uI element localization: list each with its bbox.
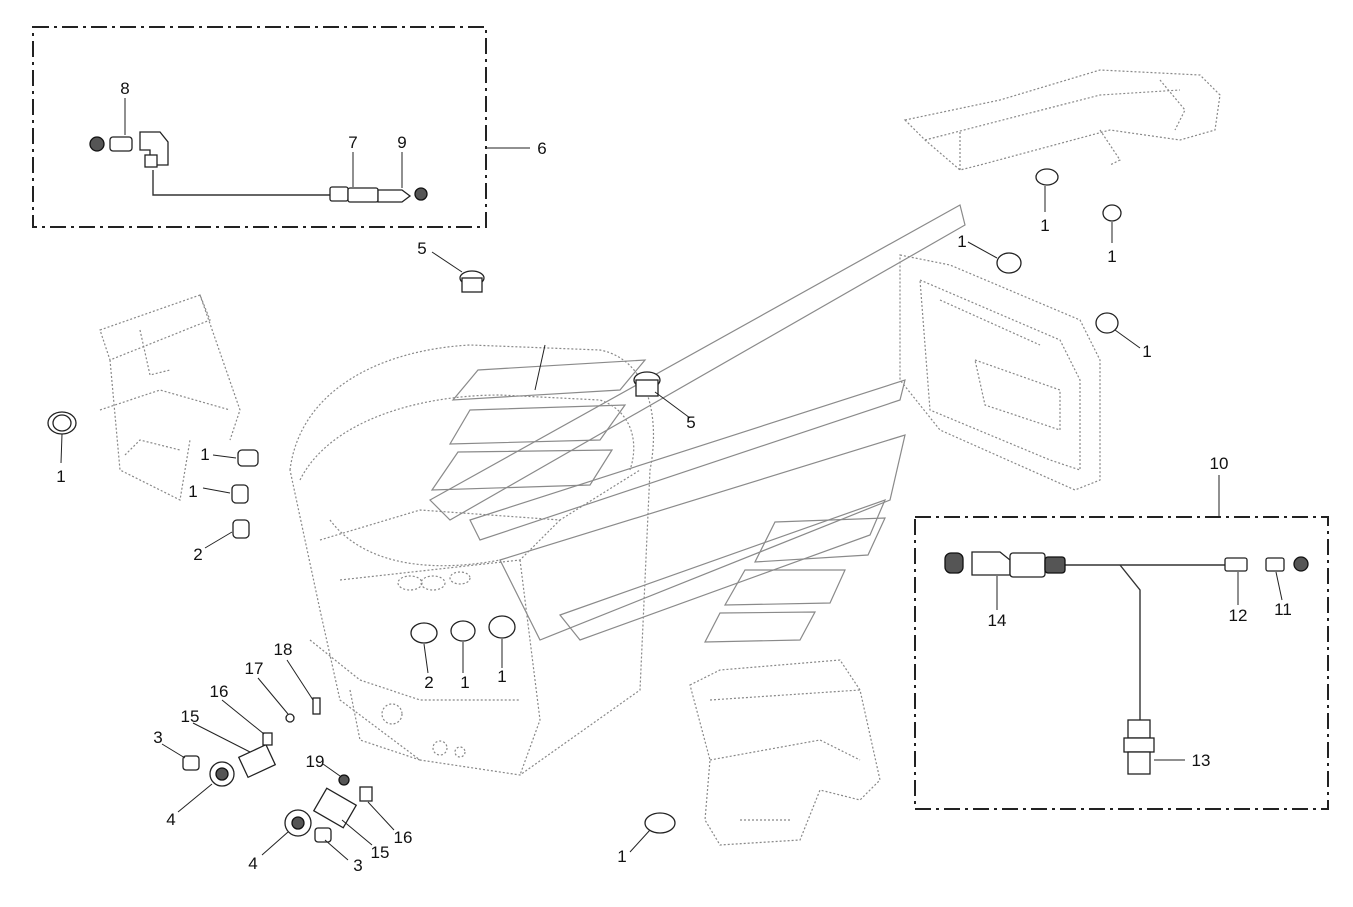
callout-14: 14: [988, 611, 1007, 630]
callout-3-left: 3: [153, 728, 162, 747]
callout-1-left-c: 1: [188, 482, 197, 501]
callout-2-mid: 2: [424, 673, 433, 692]
callout-16-left: 16: [210, 682, 229, 701]
callout-9: 9: [397, 133, 406, 152]
callout-19: 19: [306, 752, 325, 771]
callout-1-left-b: 1: [200, 445, 209, 464]
callout-7: 7: [348, 133, 357, 152]
callout-1-mid-a: 1: [460, 673, 469, 692]
callout-12: 12: [1229, 606, 1248, 625]
callout-1-right-c: 1: [957, 232, 966, 251]
detail-box-6: [32, 26, 487, 228]
callout-17: 17: [245, 659, 264, 678]
callout-10: 10: [1210, 454, 1229, 473]
left-frame-outline: [99, 294, 241, 501]
cab-body-outline: [289, 344, 655, 776]
hose-assembly-10: [944, 551, 1309, 775]
leader-lines: [60, 98, 1283, 861]
callout-1-right-b: 1: [1107, 247, 1116, 266]
callout-13: 13: [1192, 751, 1211, 770]
callout-labels: 8 7 9 6 5 5 1 1 1 1 1 1 1 2 2 1 1 18 17 …: [56, 79, 1292, 875]
callout-4-right: 4: [248, 854, 257, 873]
callout-1-mid-b: 1: [497, 667, 506, 686]
callout-11: 11: [1274, 600, 1292, 619]
callout-1-bottom: 1: [617, 847, 626, 866]
callout-3-right: 3: [353, 856, 362, 875]
callout-2-left: 2: [193, 545, 202, 564]
top-right-frame-outline: [903, 69, 1221, 171]
callout-1-left-a: 1: [56, 467, 65, 486]
hose-assembly-6: [89, 131, 428, 203]
detail-box-10: [914, 516, 1329, 810]
marker-lamps: [47, 168, 1122, 834]
callout-1-right-a: 1: [1040, 216, 1049, 235]
fill-hardware: [182, 697, 373, 843]
callout-18: 18: [274, 640, 293, 659]
callout-1-right-d: 1: [1142, 342, 1151, 361]
callout-4-left: 4: [166, 810, 175, 829]
bottom-frame-outline: [689, 659, 881, 846]
callout-5-upper: 5: [417, 239, 426, 258]
callout-16-right: 16: [394, 828, 413, 847]
callout-5-center: 5: [686, 413, 695, 432]
right-panel-outline: [899, 254, 1101, 491]
decal-strips: [429, 204, 966, 643]
callout-15-left: 15: [181, 707, 200, 726]
callout-15-right: 15: [371, 843, 390, 862]
callout-6: 6: [537, 139, 546, 158]
breathers: [459, 270, 661, 397]
callout-8: 8: [120, 79, 129, 98]
